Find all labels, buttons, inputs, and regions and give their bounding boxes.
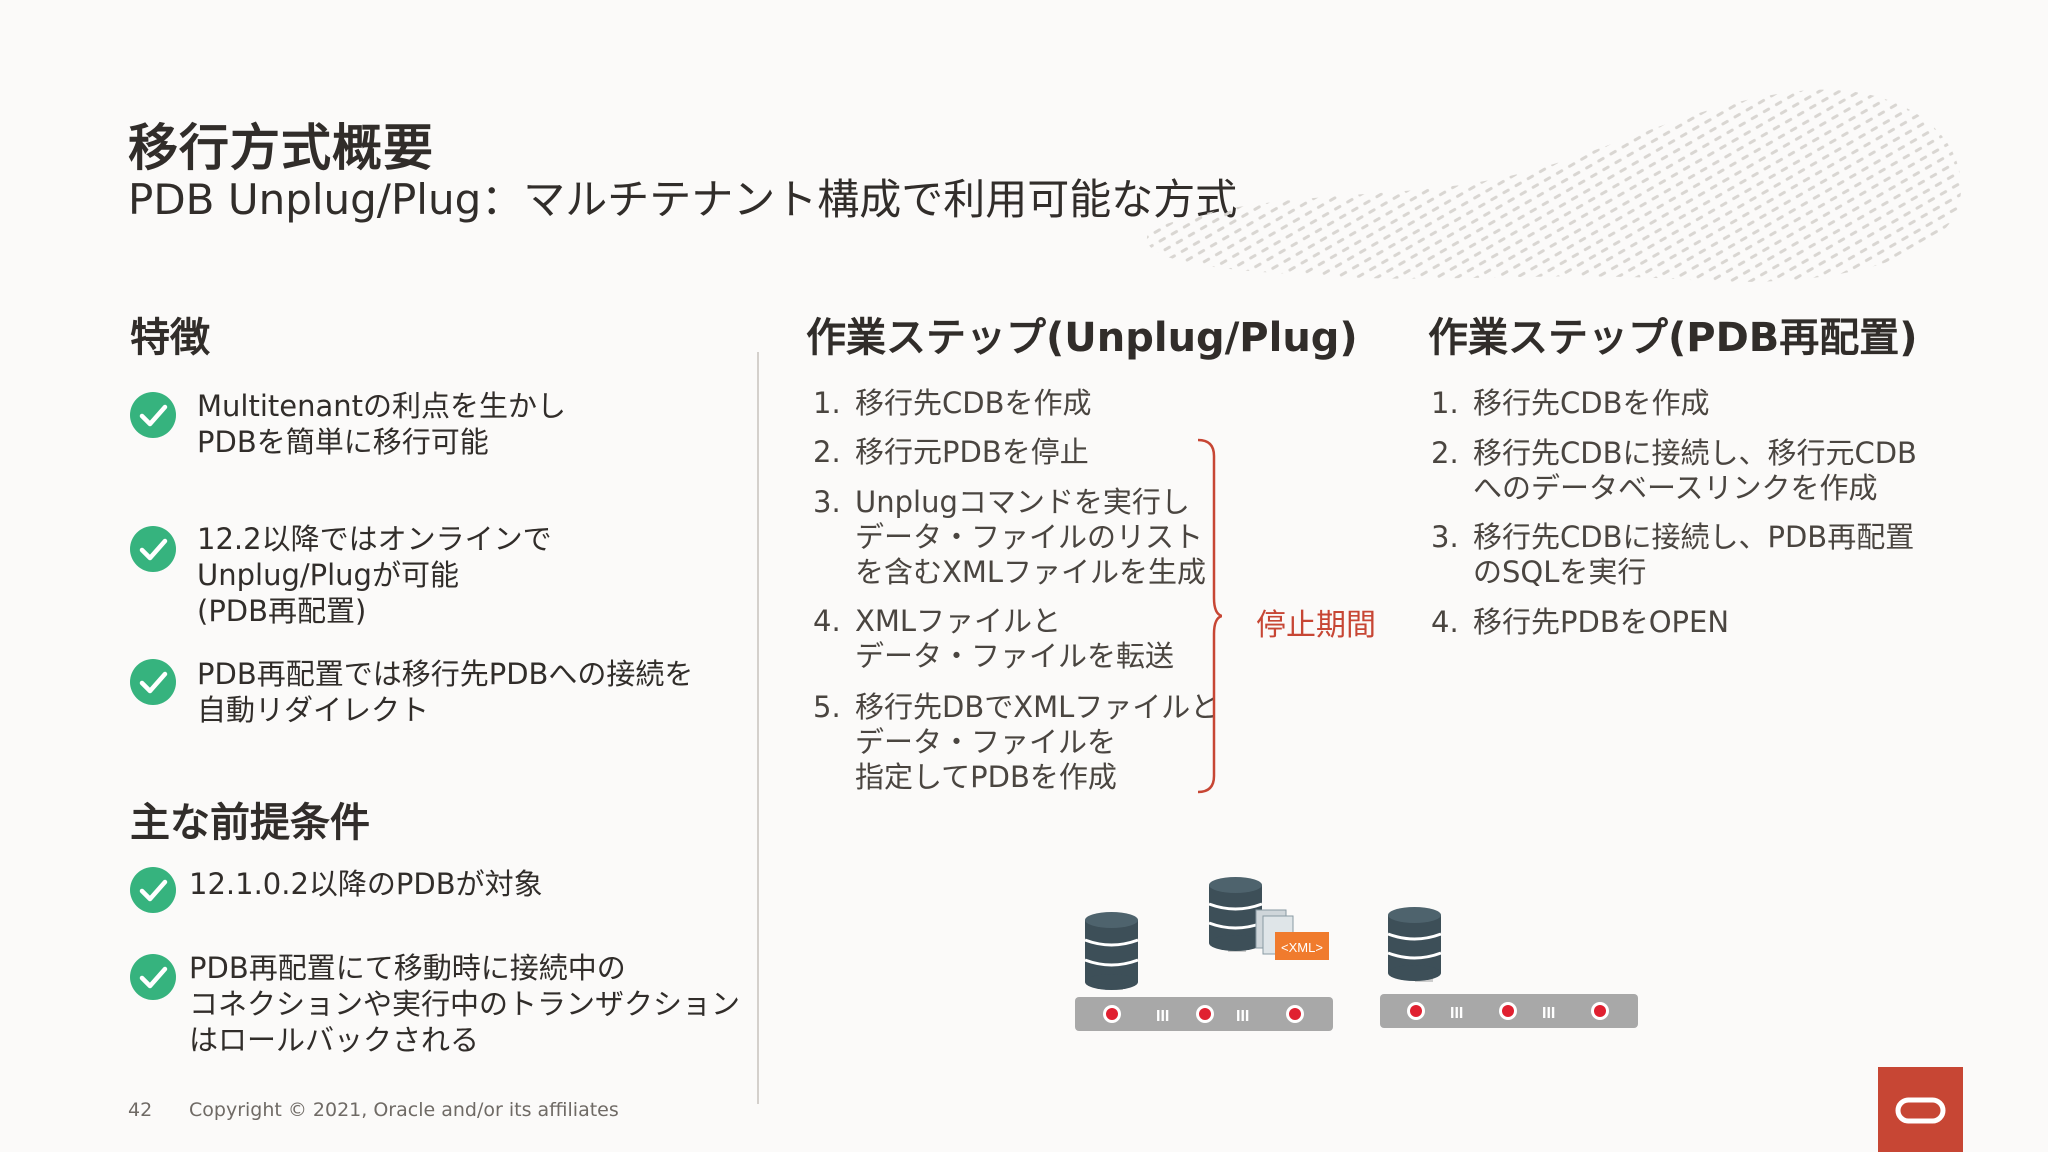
downtime-label: 停止期間 bbox=[1256, 608, 1376, 643]
relocate-steps-heading: 作業ステップ(PDB再配置) bbox=[1428, 315, 1918, 361]
migration-diagram: III III III III <XML> bbox=[1075, 877, 1638, 1031]
features-heading: 特徴 bbox=[130, 315, 210, 361]
unplug-steps-heading: 作業ステップ(Unplug/Plug) bbox=[806, 315, 1358, 361]
svg-text:III: III bbox=[1450, 1005, 1463, 1022]
copyright-text: Copyright © 2021, Oracle and/or its affi… bbox=[189, 1099, 619, 1121]
feature-item: Multitenantの利点を生かし PDBを簡単に移行可能 bbox=[197, 389, 566, 459]
source-server-rack: III III bbox=[1075, 997, 1333, 1031]
prerequisite-item: 12.1.0.2以降のPDBが対象 bbox=[189, 867, 543, 901]
prerequisites-heading: 主な前提条件 bbox=[130, 800, 370, 846]
check-icon bbox=[130, 954, 176, 1000]
svg-text:III: III bbox=[1542, 1005, 1555, 1022]
database-icon bbox=[1084, 912, 1139, 990]
database-icon bbox=[1208, 877, 1263, 952]
decorative-texture bbox=[1146, 89, 1962, 282]
feature-item: PDB再配置では移行先PDBへの接続を 自動リダイレクト bbox=[197, 657, 694, 727]
feature-item: 12.2以降ではオンラインで Unplug/Plugが可能 (PDB再配置) bbox=[197, 522, 552, 628]
page-title: 移行方式概要 bbox=[128, 119, 434, 177]
page-number: 42 bbox=[128, 1099, 153, 1121]
check-icon bbox=[130, 392, 176, 438]
oracle-logo-icon bbox=[1878, 1067, 1963, 1152]
check-icon bbox=[130, 659, 176, 705]
xml-file-icon: <XML> bbox=[1255, 909, 1329, 960]
target-server-rack: III III bbox=[1380, 994, 1638, 1028]
svg-text:<XML>: <XML> bbox=[1281, 940, 1323, 955]
page-subtitle: PDB Unplug/Plug：マルチテナント構成で利用可能な方式 bbox=[128, 175, 1238, 224]
database-icon bbox=[1387, 907, 1442, 982]
column-divider bbox=[757, 352, 759, 1104]
prerequisite-item: PDB再配置にて移動時に接続中の コネクションや実行中のトランザクション はロー… bbox=[189, 951, 741, 1057]
downtime-bracket bbox=[1197, 438, 1222, 794]
check-icon bbox=[130, 867, 176, 913]
check-icon bbox=[130, 526, 176, 572]
svg-text:III: III bbox=[1236, 1008, 1249, 1025]
svg-text:III: III bbox=[1156, 1008, 1169, 1025]
